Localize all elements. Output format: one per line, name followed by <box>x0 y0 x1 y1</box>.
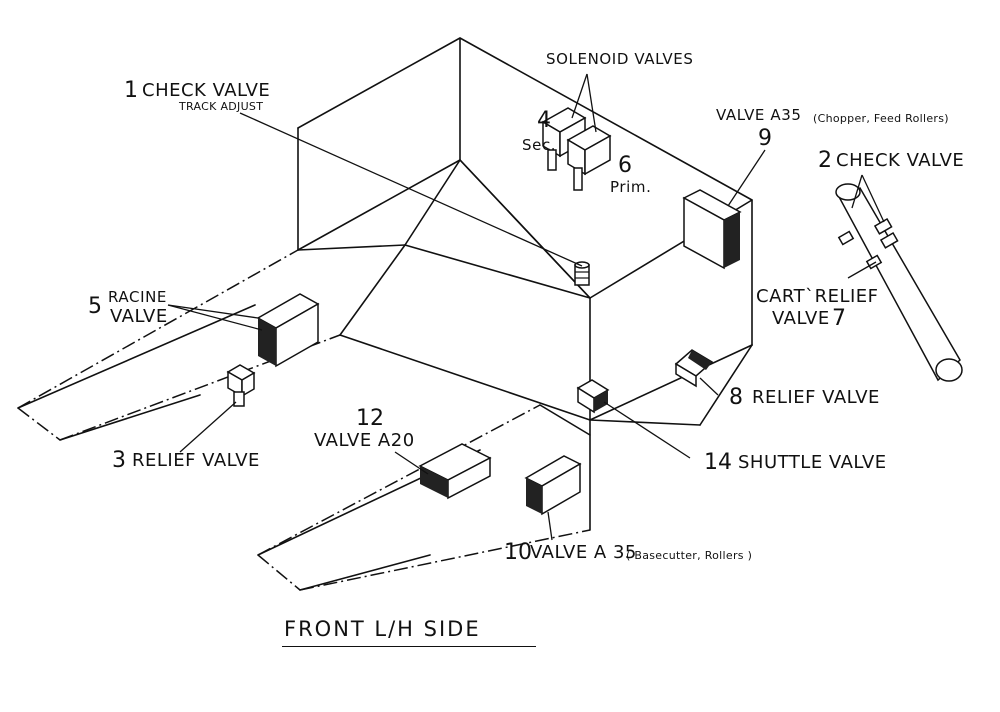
callout-4-sublabel: Sec. <box>522 136 557 154</box>
callout-3-label: RELIEF VALVE <box>132 450 260 471</box>
racine-valve-5 <box>256 293 320 368</box>
valve-a20-12 <box>418 443 492 500</box>
callout-10-label: VALVE A 35 <box>530 542 637 563</box>
valve-a35-9 <box>682 189 742 270</box>
shuttle-valve-14 <box>576 379 610 414</box>
callout-4-number: 4 <box>537 108 551 133</box>
callout-7-label-line2: VALVE <box>772 308 830 329</box>
callout-8-label: RELIEF VALVE <box>752 387 880 408</box>
cab-outline <box>297 37 753 531</box>
valve-a35-10 <box>524 455 582 516</box>
callout-8-number: 8 <box>729 385 743 410</box>
solenoid-valve-4 <box>541 107 587 171</box>
relief-valve-3 <box>226 364 256 407</box>
callout-5-label-line2: VALVE <box>110 306 168 327</box>
callout-5-number: 5 <box>88 294 102 319</box>
solenoid-valve-6 <box>566 125 612 191</box>
callout-12-label: VALVE A20 <box>314 430 415 451</box>
diagram-title: FRONT L/H SIDE <box>284 617 481 641</box>
callout-2-label: CHECK VALVE <box>836 150 965 171</box>
callout-2-number: 2 <box>818 148 832 173</box>
callout-1-number: 1 <box>124 78 138 103</box>
callout-5-label-line1: RACINE <box>108 288 168 306</box>
check-valve-1 <box>574 261 590 286</box>
callout-6-sublabel: Prim. <box>610 178 652 196</box>
title-underline <box>282 646 536 647</box>
callout-9-sublabel: (Chopper, Feed Rollers) <box>813 112 949 125</box>
callout-10-number: 10 <box>504 540 532 565</box>
callout-14-number: 14 <box>704 450 732 475</box>
callout-pointers <box>167 73 885 541</box>
relief-valve-8 <box>674 349 714 388</box>
right-arm-outline <box>257 404 591 591</box>
callout-12-number: 12 <box>356 406 384 431</box>
callout-1-label: CHECK VALVE <box>142 80 271 101</box>
callout-7-label-line1: CART`RELIEF <box>756 286 879 307</box>
solenoid-valves-label: SOLENOID VALVES <box>546 50 694 68</box>
callout-14-label: SHUTTLE VALVE <box>738 452 887 473</box>
cart-relief-tube <box>835 183 963 382</box>
callout-6-number: 6 <box>618 153 632 178</box>
callout-10-sublabel: ( Basecutter, Rollers ) <box>626 549 753 562</box>
callout-9-label: VALVE A35 <box>716 106 802 124</box>
callout-7-number: 7 <box>832 306 846 331</box>
callout-3-number: 3 <box>112 448 126 473</box>
callout-1-sublabel: TRACK ADJUST <box>179 100 264 113</box>
callout-9-number: 9 <box>758 126 772 151</box>
